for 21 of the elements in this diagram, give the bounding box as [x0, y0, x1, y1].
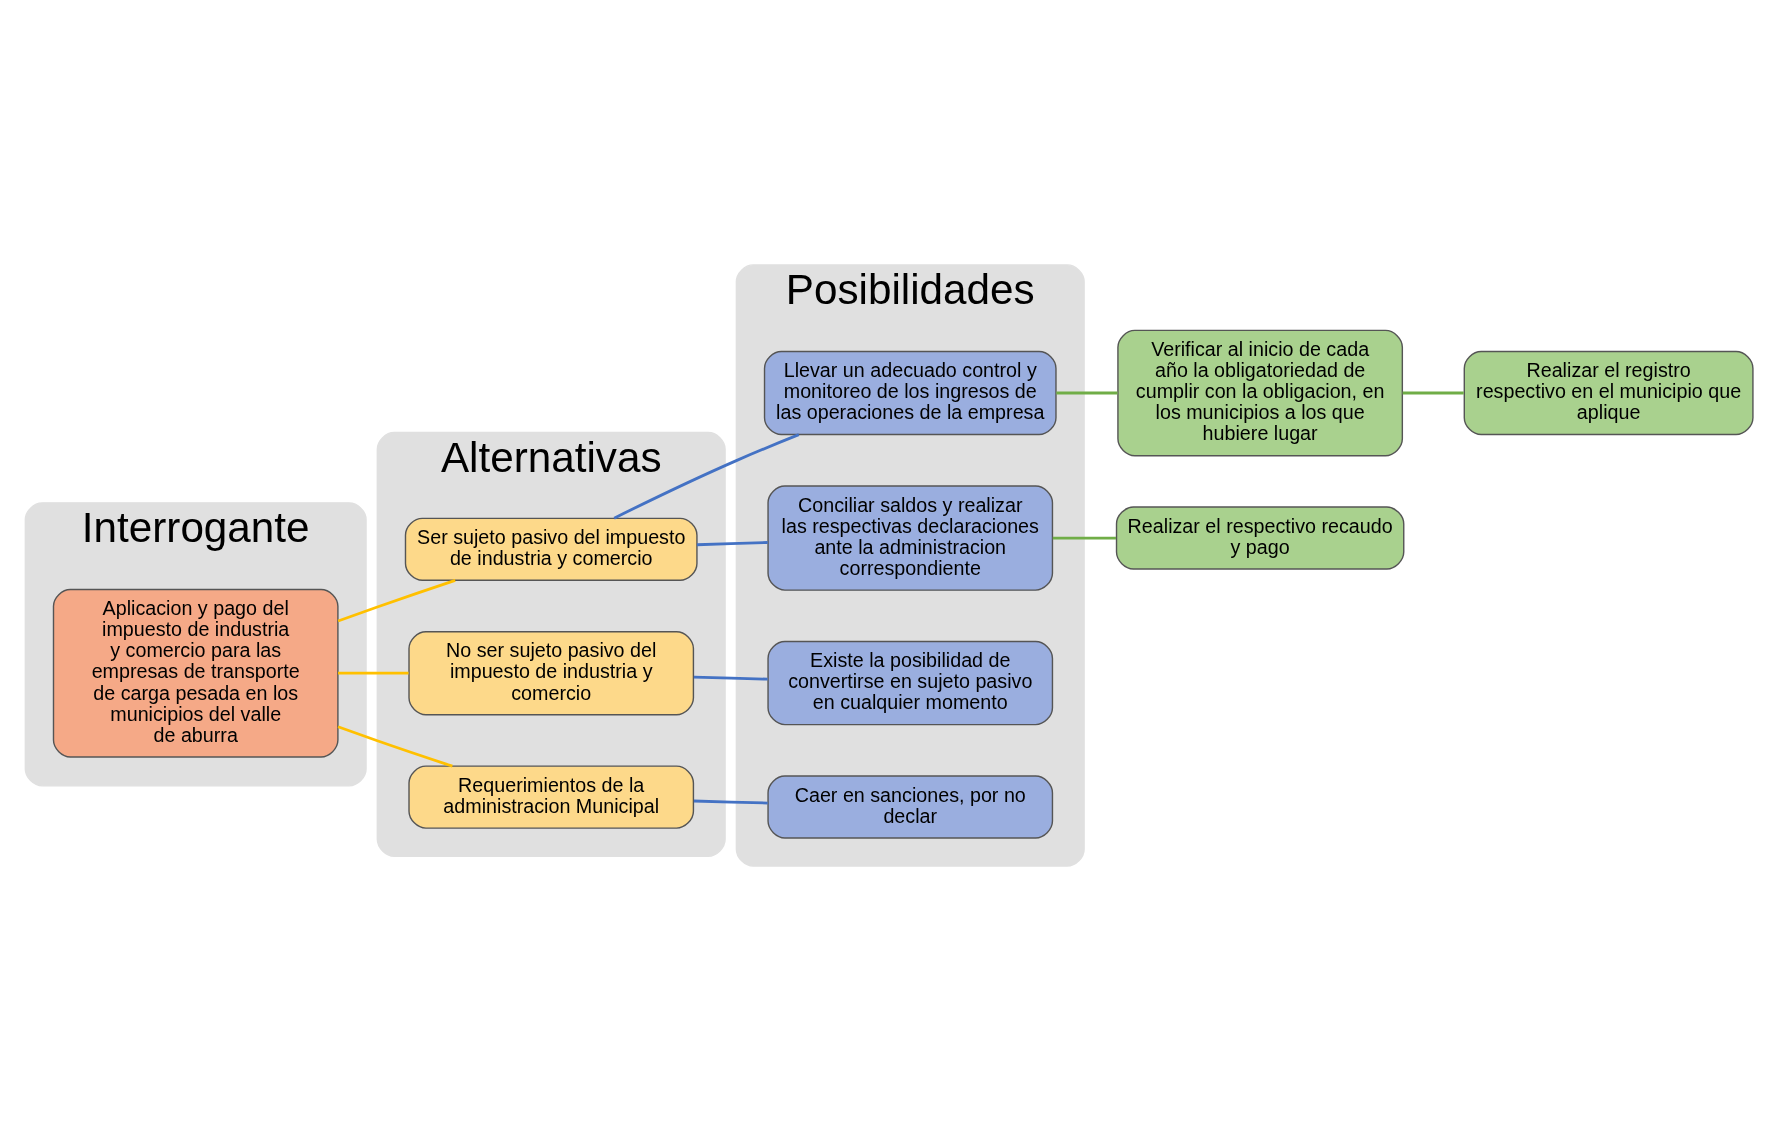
node-box: No ser sujeto pasivo del impuesto de industria y comercio: [408, 630, 695, 715]
node-box: Realizar el registro respectivo en el municipio que aplique: [1463, 350, 1754, 435]
node-box: Caer en sanciones, por no declar: [767, 774, 1054, 839]
node-box: Realizar el respectivo recaudo y pago: [1115, 505, 1405, 570]
connector: [1402, 391, 1464, 394]
node-box: Existe la posibilidad de convertirse en sujeto pasivo en cualquier momento: [767, 640, 1054, 725]
connector: [1052, 536, 1116, 539]
node-box: Verificar al inicio de cada año la obligatoriedad de cumplir con la obligacion, en los municipios a los que hubiere lugar: [1117, 329, 1404, 456]
node-box: Ser sujeto pasivo del impuesto de industria y comercio: [404, 517, 698, 581]
connector: [338, 671, 409, 675]
connector: [613, 432, 800, 519]
connector: [693, 675, 768, 681]
node-box: Aplicacion y pago del impuesto de industria y comercio para las empresas de transporte de carga pesada en los municipios del valle de aburra: [52, 588, 339, 758]
node-box: Requerimientos de la administracion Municipal: [408, 764, 695, 829]
node-box: Conciliar saldos y realizar las respectivas declaraciones ante la administracion correspondiente: [767, 484, 1054, 591]
connector: [337, 578, 456, 622]
node-box: Llevar un adecuado control y monitoreo de los ingresos de las operaciones de la empresa: [763, 350, 1057, 435]
connector: [696, 540, 768, 546]
connector: [693, 799, 768, 804]
connector: [337, 724, 453, 767]
connector: [1056, 391, 1118, 394]
